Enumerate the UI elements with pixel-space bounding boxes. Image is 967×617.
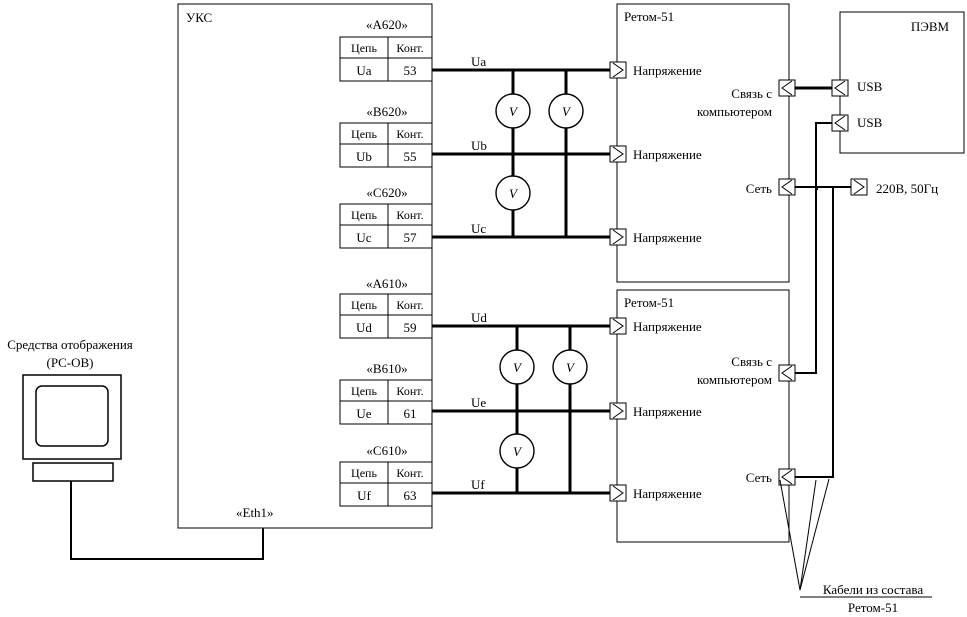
voltage-label-6: Напряжение (633, 486, 702, 501)
svg-text:V: V (509, 104, 519, 119)
signal-ub: Ub (471, 138, 487, 153)
pc-link-label-lower-1: Связь с (731, 354, 772, 369)
voltmeter-4: V (499, 349, 535, 385)
chain-cell: Ue (356, 406, 371, 421)
pc-usb-ports (831, 79, 849, 132)
voltage-label-1: Напряжение (633, 63, 702, 78)
retom-lower-title: Ретом-51 (624, 295, 674, 310)
col-contact-header: Конт. (396, 41, 423, 55)
chain-cell: Ub (356, 149, 372, 164)
voltage-label-4: Напряжение (633, 319, 702, 334)
pc-block (839, 11, 965, 154)
voltmeter-3: V (495, 175, 531, 211)
col-contact-header: Конт. (396, 208, 423, 222)
chain-cell: Uc (356, 230, 371, 245)
voltmeter-1: V (495, 93, 531, 129)
col-contact-header: Конт. (396, 298, 423, 312)
connector-name: «B610» (366, 361, 407, 376)
display-label-line2: (PC-OB) (47, 355, 94, 370)
connector-b610: «B610» Цепь Конт. Ue 61 (339, 361, 433, 425)
pc-link-label-upper-1: Связь с (731, 86, 772, 101)
ukc-block (177, 3, 433, 529)
connector-name: «C620» (366, 185, 407, 200)
svg-text:V: V (513, 360, 523, 375)
chain-cell: Ua (356, 63, 371, 78)
col-chain-header: Цепь (351, 384, 377, 398)
display-label-line1: Средства отображения (7, 337, 133, 352)
chain-cell: Ud (356, 320, 372, 335)
svg-text:V: V (509, 186, 519, 201)
contact-cell: 63 (404, 488, 417, 503)
mains-label-upper: Сеть (746, 181, 772, 196)
pc-link-label-lower-2: компьютером (697, 372, 772, 387)
svg-text:V: V (513, 444, 523, 459)
voltmeter-5: V (552, 349, 588, 385)
retom-lower-block (616, 289, 790, 543)
connector-a620: «A620» Цепь Конт. Ua 53 (339, 17, 433, 82)
voltmeter-2: V (548, 93, 584, 129)
retom-upper-title: Ретом-51 (624, 9, 674, 24)
signal-ua: Ua (471, 54, 486, 69)
usb1-label: USB (857, 79, 883, 94)
chain-cell: Uf (357, 488, 371, 503)
contact-cell: 59 (404, 320, 417, 335)
power-label: 220В, 50Гц (876, 181, 938, 196)
col-chain-header: Цепь (351, 208, 377, 222)
col-contact-header: Конт. (396, 127, 423, 141)
connector-a610: «A610» Цепь Конт. Ud 59 (339, 276, 433, 339)
col-chain-header: Цепь (351, 127, 377, 141)
contact-cell: 57 (404, 230, 418, 245)
pc-link-label-upper-2: компьютером (697, 104, 772, 119)
signal-lines (432, 68, 610, 495)
col-chain-header: Цепь (351, 466, 377, 480)
signal-uc: Uc (471, 221, 486, 236)
voltage-label-3: Напряжение (633, 230, 702, 245)
eth-port-label: «Eth1» (236, 505, 274, 520)
connector-c620: «C620» Цепь Конт. Uc 57 (339, 185, 433, 249)
col-contact-header: Конт. (396, 384, 423, 398)
contact-cell: 61 (404, 406, 417, 421)
connector-c610: «C610» Цепь Конт. Uf 63 (339, 443, 433, 507)
voltage-input-connectors (609, 61, 627, 502)
signal-ud: Ud (471, 310, 487, 325)
pc-title: ПЭВМ (911, 19, 950, 34)
svg-text:V: V (566, 360, 576, 375)
retom-upper-block (616, 3, 790, 283)
connector-name: «C610» (366, 443, 407, 458)
voltage-label-5: Напряжение (633, 404, 702, 419)
connector-name: «A610» (366, 276, 408, 291)
signal-uf: Uf (471, 477, 485, 492)
cables (779, 86, 932, 598)
col-chain-header: Цепь (351, 298, 377, 312)
eth-cable (70, 481, 264, 560)
connector-name: «A620» (366, 17, 408, 32)
monitor-icon (22, 374, 122, 482)
col-contact-header: Конт. (396, 466, 423, 480)
usb2-label: USB (857, 115, 883, 130)
col-chain-header: Цепь (351, 41, 377, 55)
signal-ue: Ue (471, 395, 486, 410)
svg-text:V: V (562, 104, 572, 119)
voltage-label-2: Напряжение (633, 147, 702, 162)
ukc-title: УКС (186, 10, 212, 25)
connector-b620: «B620» Цепь Конт. Ub 55 (339, 104, 433, 168)
voltmeter-6: V (499, 433, 535, 469)
contact-cell: 53 (404, 63, 417, 78)
contact-cell: 55 (404, 149, 417, 164)
mains-label-lower: Сеть (746, 470, 772, 485)
cables-note-line2: Ретом-51 (848, 600, 898, 615)
connector-name: «B620» (366, 104, 407, 119)
cables-note-line1: Кабели из состава (823, 582, 923, 597)
